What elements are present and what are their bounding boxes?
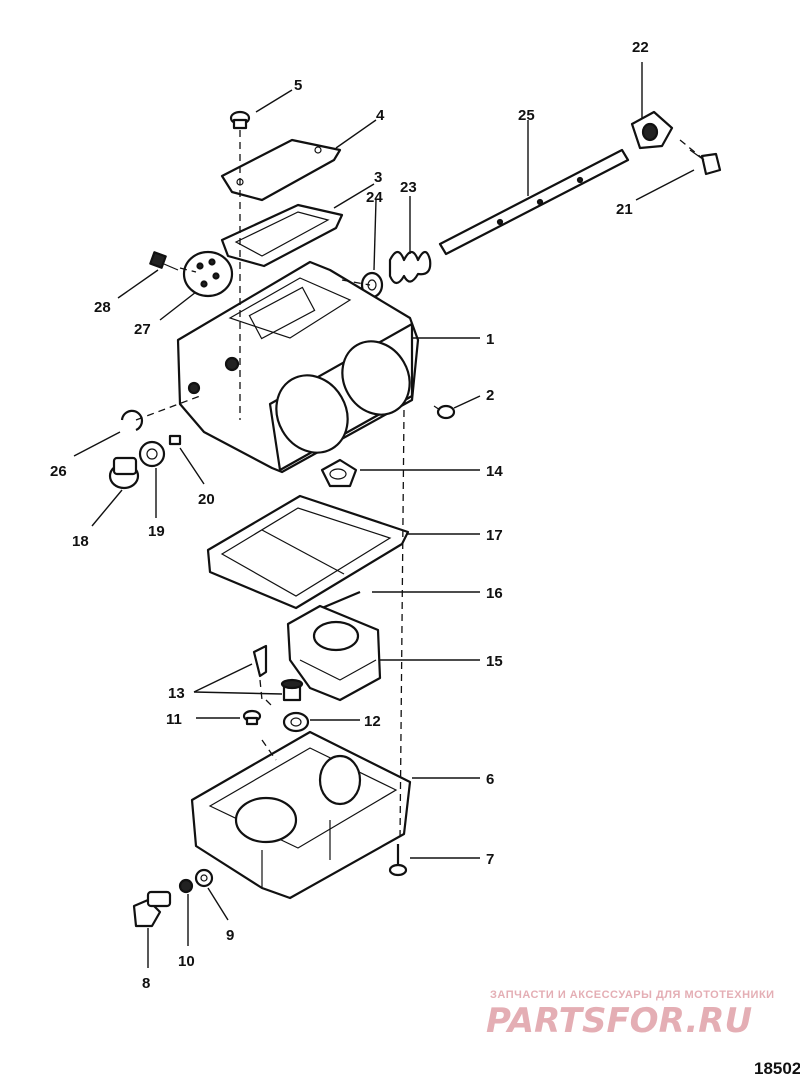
callout-19: 19 bbox=[148, 523, 165, 540]
part-17-gasket bbox=[206, 494, 410, 610]
part-15-venturi bbox=[286, 604, 382, 702]
part-20-screw bbox=[168, 434, 182, 446]
callout-14: 14 bbox=[486, 463, 503, 480]
watermark-tagline: ЗАПЧАСТИ И АКСЕССУАРЫ ДЛЯ МОТОТЕХНИКИ bbox=[490, 989, 775, 1001]
callout-11: 11 bbox=[166, 711, 182, 728]
callout-22: 22 bbox=[632, 39, 649, 56]
part-2-screw bbox=[433, 404, 456, 420]
part-13-needle-seat bbox=[252, 644, 304, 702]
callout-7: 7 bbox=[486, 851, 494, 868]
part-8-plug bbox=[132, 890, 172, 928]
part-7-screw bbox=[388, 844, 408, 877]
part-22-lever bbox=[630, 110, 674, 150]
callout-9: 9 bbox=[226, 927, 234, 944]
part-11-screw bbox=[242, 709, 262, 726]
part-26-clip bbox=[120, 409, 144, 432]
callout-6: 6 bbox=[486, 771, 494, 788]
part-1-throttle-body bbox=[176, 260, 420, 474]
part-28-screw bbox=[149, 251, 179, 271]
callout-4: 4 bbox=[376, 107, 385, 124]
callout-8: 8 bbox=[142, 975, 150, 992]
assembly-lines bbox=[135, 130, 703, 841]
callout-3: 3 bbox=[374, 169, 382, 186]
callout-26: 26 bbox=[50, 463, 67, 480]
callout-25: 25 bbox=[518, 107, 535, 124]
callout-numbers: 5 4 3 24 23 25 22 21 28 27 1 2 26 14 17 … bbox=[50, 39, 649, 992]
part-12-washer bbox=[282, 711, 310, 733]
callout-23: 23 bbox=[400, 179, 417, 196]
watermark-logo: PARTSFOR.RU bbox=[486, 1001, 752, 1041]
callout-27: 27 bbox=[134, 321, 151, 338]
part-27-diaphragm bbox=[182, 250, 234, 298]
callout-10: 10 bbox=[178, 953, 195, 970]
part-10-screw bbox=[178, 878, 194, 894]
callout-12: 12 bbox=[364, 713, 381, 730]
callout-13: 13 bbox=[168, 685, 185, 702]
part-19-washer bbox=[138, 440, 166, 468]
leader-lines bbox=[73, 62, 695, 968]
callout-2: 2 bbox=[486, 387, 494, 404]
part-18-plug bbox=[108, 456, 140, 490]
watermark: ЗАПЧАСТИ И АКСЕССУАРЫ ДЛЯ МОТОТЕХНИКИ PA… bbox=[486, 989, 775, 1041]
part-16-pin bbox=[321, 590, 361, 610]
part-9-washer bbox=[194, 868, 214, 888]
callout-24: 24 bbox=[366, 189, 383, 206]
part-6-float-bowl bbox=[190, 730, 412, 900]
part-3-gasket bbox=[220, 203, 344, 268]
callout-5: 5 bbox=[294, 77, 302, 94]
callout-16: 16 bbox=[486, 585, 503, 602]
part-14-seal bbox=[320, 458, 358, 488]
callout-1: 1 bbox=[486, 331, 494, 348]
part-21-screw bbox=[689, 149, 722, 176]
callout-28: 28 bbox=[94, 299, 111, 316]
callout-17: 17 bbox=[486, 527, 503, 544]
part-23-spring bbox=[388, 250, 432, 285]
callout-18: 18 bbox=[72, 533, 89, 550]
callout-15: 15 bbox=[486, 653, 503, 670]
part-5-screw bbox=[229, 110, 251, 130]
callout-20: 20 bbox=[198, 491, 215, 508]
part-25-shaft bbox=[438, 148, 630, 256]
callout-21: 21 bbox=[616, 201, 633, 218]
figure-number: 18502 bbox=[754, 1059, 800, 1078]
